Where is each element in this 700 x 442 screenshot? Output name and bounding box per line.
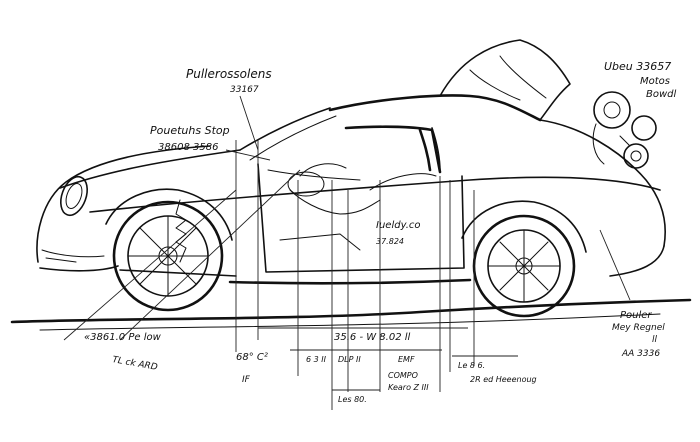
- annotation-line: Pouler: [620, 310, 652, 321]
- annotation-line: Iueldy.co: [376, 220, 421, 231]
- annotation-door: Iueldy.co 37.824: [376, 220, 421, 246]
- interior-sketch: [279, 163, 437, 251]
- dimension-label: 68° C²: [236, 352, 268, 363]
- front-wheel: [105, 188, 233, 312]
- dimension-label: Les 80.: [338, 395, 367, 404]
- dimension-label: Kearo Z III: [388, 383, 429, 392]
- dimension-label: 2R ed Heeenoug: [470, 375, 537, 384]
- annotation-line: Mey Regnel: [612, 323, 665, 333]
- front-strut: [175, 199, 187, 263]
- annotation-line: Pouetuhs Stop: [150, 124, 230, 137]
- car-body: [36, 94, 666, 285]
- dimension-labels: 35.6 - W 8.02 ll 68° C² IF 6 3 II DLP II…: [236, 332, 537, 404]
- annotation-line: «3861.0 Pe low: [84, 332, 162, 343]
- rear-wheel: [461, 200, 587, 318]
- annotation-line: ll: [652, 335, 658, 345]
- dimension-label: 35.6 - W 8.02 ll: [334, 332, 411, 343]
- folding-roof: [418, 39, 571, 172]
- annotation-top-left: Pullerossolens 33167: [186, 67, 272, 151]
- annotation-line: Ubeu 33657: [604, 60, 671, 73]
- annotation-bottom-right: Pouler Mey Regnel ll AA 3336: [612, 310, 665, 359]
- annotation-left: Pouetuhs Stop 38608 3586: [150, 124, 271, 161]
- dimension-lines: [63, 140, 631, 410]
- dimension-label: EMF: [398, 355, 415, 364]
- annotation-line: 33167: [230, 85, 259, 95]
- dimension-label: DLP II: [338, 355, 361, 364]
- annotation-top-right: Ubeu 33657 Motos Bowdl: [604, 60, 677, 100]
- dimension-label: IF: [242, 375, 251, 385]
- annotation-line: AA 3336: [621, 349, 660, 359]
- dimension-label: 6 3 II: [306, 355, 327, 364]
- annotation-bottom-left: «3861.0 Pe low TL ck ARD: [84, 332, 162, 373]
- dimension-label: Le 8 6.: [458, 361, 485, 370]
- annotation-line: Motos: [640, 76, 670, 87]
- ground-line: [10, 298, 692, 324]
- annotation-line: 38608 3586: [158, 142, 218, 153]
- ground-line-2: [39, 313, 661, 331]
- annotation-line: TL ck ARD: [111, 355, 158, 373]
- dimension-label: COMPO: [388, 371, 418, 380]
- annotation-line: 37.824: [376, 237, 404, 246]
- annotation-line: Pullerossolens: [186, 67, 272, 81]
- annotation-line: Bowdl: [646, 89, 677, 100]
- engine-detail: [592, 91, 657, 169]
